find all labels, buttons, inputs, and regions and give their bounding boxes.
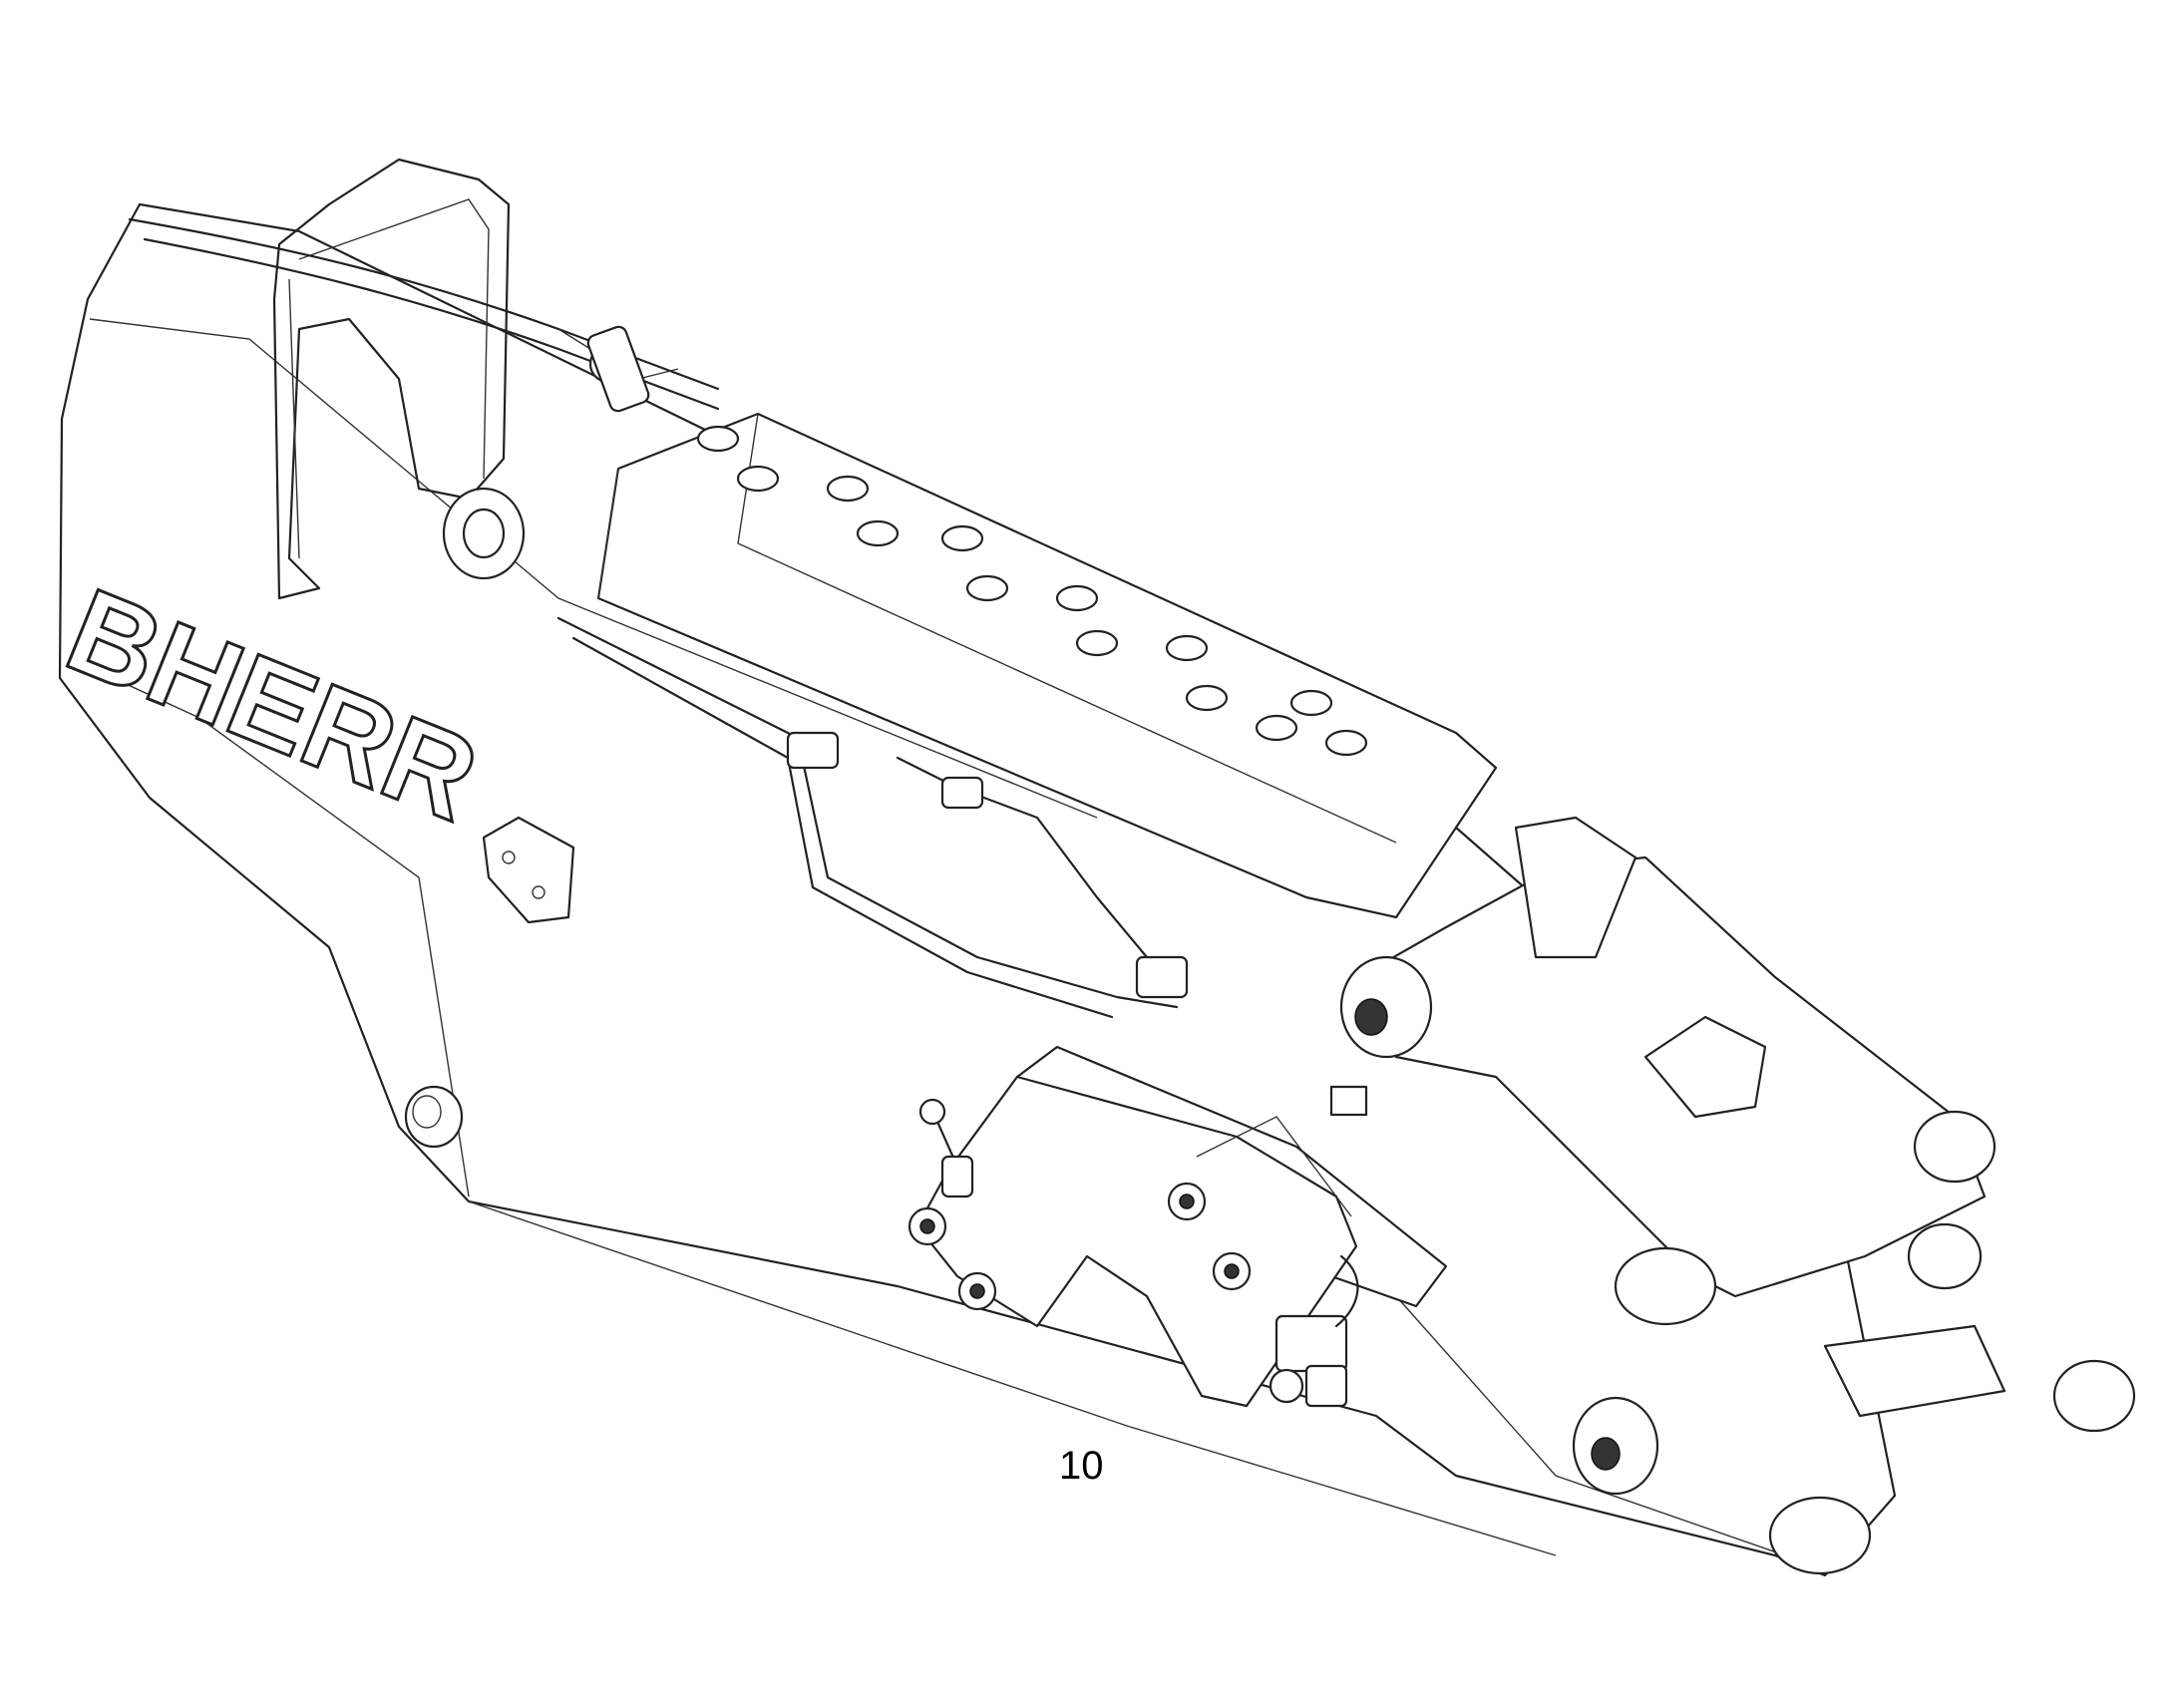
cylinder-block (596, 412, 1498, 919)
lever-knob (918, 1098, 974, 1198)
left-pivot (442, 487, 526, 580)
hydraulic-lines-upper (128, 217, 720, 413)
small-bracket (482, 816, 575, 924)
logo-lettering: BHERR (50, 563, 495, 847)
front-bushings (1823, 1110, 2136, 1433)
mounting-plate (908, 1075, 1358, 1408)
small-block (1329, 1085, 1368, 1117)
callout-label: 10 (1059, 1444, 1104, 1488)
side-boss (404, 1085, 464, 1149)
valve-fitting (1269, 1254, 1359, 1408)
front-linkage (1339, 816, 1987, 1575)
bolt-caps (696, 425, 1368, 757)
guard-frame (272, 158, 511, 600)
